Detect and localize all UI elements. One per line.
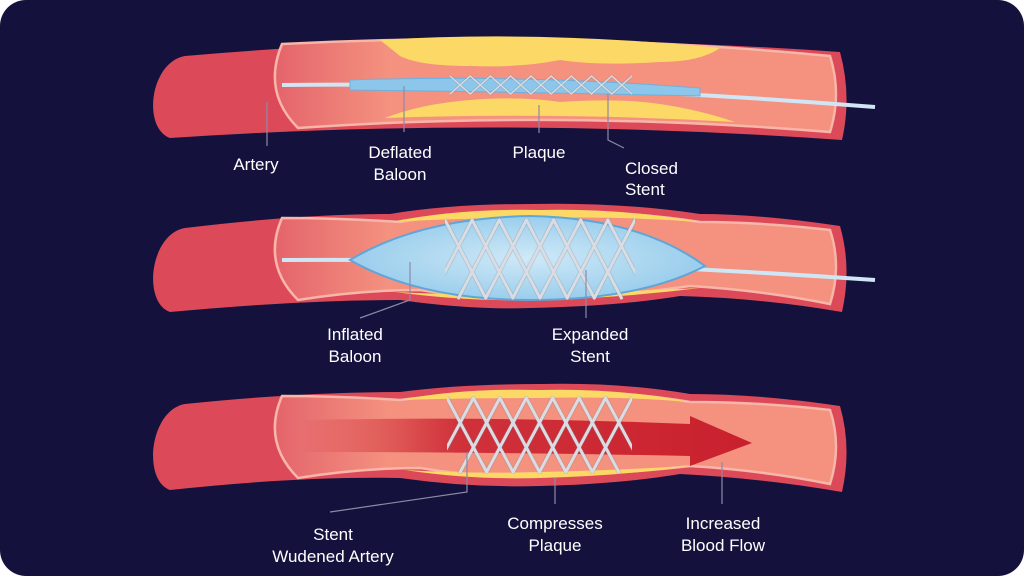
- stent-strut: [470, 218, 515, 300]
- label-artery: Artery: [233, 155, 279, 174]
- stent-strut: [469, 75, 492, 95]
- leader-closed-stent: [607, 94, 625, 149]
- closed-stent: [450, 75, 632, 95]
- stent-strut: [485, 396, 528, 474]
- label-deflated-balloon-1: Deflated: [368, 143, 431, 162]
- label-inflated-balloon-1: Inflated: [327, 325, 383, 344]
- stent-strut: [471, 396, 515, 474]
- artery-deflated-stage: [153, 36, 876, 140]
- stent-strut: [592, 218, 635, 300]
- label-inflated-balloon-2: Baloon: [329, 347, 382, 366]
- leader-inflated-balloon: [359, 262, 411, 319]
- stent-strut: [524, 218, 569, 300]
- plaque-bottom: [385, 98, 735, 122]
- stent-strut: [445, 218, 488, 300]
- stent-strut: [524, 396, 568, 474]
- stent-strut: [538, 396, 581, 474]
- stent-strut: [509, 75, 532, 95]
- stent-strut: [606, 218, 635, 276]
- stent-strut: [530, 75, 552, 95]
- labels: Artery Deflated Baloon Plaque Closed Ste…: [233, 143, 765, 566]
- stent-strut: [611, 75, 632, 95]
- label-compresses-plaque-1: Compresses: [507, 514, 602, 533]
- stent-strut: [550, 75, 573, 95]
- stent-strut: [450, 75, 471, 95]
- compressed-plaque-top: [400, 389, 690, 402]
- label-closed-stent-1: Closed: [625, 159, 678, 178]
- label-closed-stent-2: Stent: [625, 180, 665, 199]
- stent-strut: [577, 396, 621, 474]
- stent-strut: [445, 218, 474, 276]
- stent-strut: [564, 396, 608, 474]
- plaque-top: [380, 36, 720, 67]
- deflated-balloon: [349, 77, 701, 97]
- stent-strut: [511, 396, 555, 474]
- leader-lines: [266, 86, 723, 513]
- artery-result-stage: [153, 383, 847, 492]
- label-expanded-stent-1: Expanded: [552, 325, 629, 344]
- stent-strut: [570, 75, 593, 95]
- label-expanded-stent-2: Stent: [570, 347, 610, 366]
- compressed-plaque-bottom: [405, 466, 690, 479]
- stent-strut: [489, 75, 512, 95]
- stent-strut: [579, 218, 623, 300]
- stent-strut: [457, 218, 501, 300]
- stent-strut: [565, 218, 610, 300]
- stent-strut: [511, 218, 556, 300]
- expanded-stent: [445, 218, 635, 300]
- stent-strut: [538, 218, 583, 300]
- stent-strut: [604, 396, 632, 451]
- stent-strut: [447, 396, 475, 451]
- stent-strut: [447, 396, 489, 474]
- label-stent-widened-1: Stent: [313, 525, 353, 544]
- label-blood-flow-1: Increased: [686, 514, 761, 533]
- stent-strut: [484, 218, 528, 300]
- leader-stent-widened: [329, 452, 468, 513]
- stent-strut: [590, 75, 613, 95]
- deployed-stent: [447, 396, 632, 474]
- stent-strut: [497, 218, 542, 300]
- blood-flow-arrow: [300, 416, 752, 466]
- stent-strut: [551, 396, 594, 474]
- label-compresses-plaque-2: Plaque: [529, 536, 582, 555]
- stent-strut: [498, 396, 541, 474]
- stent-strut: [552, 218, 596, 300]
- label-deflated-balloon-2: Baloon: [374, 165, 427, 184]
- label-plaque: Plaque: [513, 143, 566, 162]
- stent-strut: [590, 396, 632, 474]
- artery-inflated-stage: [153, 203, 876, 312]
- label-blood-flow-2: Blood Flow: [681, 536, 766, 555]
- label-stent-widened-2: Wudened Artery: [272, 547, 394, 566]
